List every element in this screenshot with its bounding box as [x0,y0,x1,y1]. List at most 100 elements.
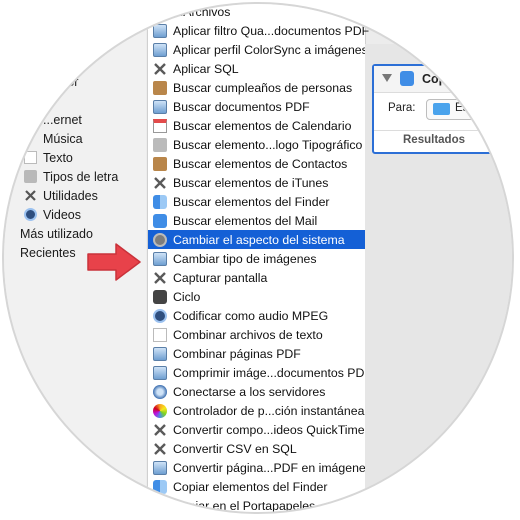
library-item-2[interactable]: ...ernet [24,110,82,129]
action-label: Aplicar SQL [173,61,239,76]
clipboard-icon [153,498,167,512]
action-row[interactable]: Cambiar tipo de imágenes [148,249,365,268]
action-row[interactable]: Buscar elementos de iTunes [148,173,365,192]
font-icon [24,170,37,183]
action-label: Buscar cumpleaños de personas [173,80,353,95]
calendar-icon [153,118,167,133]
library-item-recientes[interactable]: Recientes [12,243,76,262]
action-row[interactable]: Buscar elementos del Finder [148,192,365,211]
library-item-label: ...ador [43,74,79,89]
card-title: Cop [422,72,447,86]
library-item-mas-utilizado[interactable]: Más utilizado [12,224,93,243]
action-row[interactable]: Aplicar SQL [148,59,365,78]
workflow-action-card[interactable]: Cop Para: Es Resultados [372,64,512,154]
preview-icon [153,99,167,114]
folder-icon [12,227,16,240]
library-item-tipos-de-letra[interactable]: Tipos de letra [24,167,118,186]
action-row-selected[interactable]: Cambiar el aspecto del sistema [148,230,365,249]
action-row[interactable]: Combinar archivos de texto [148,325,365,344]
destination-value: Es [455,102,469,114]
contacts-icon [153,156,167,171]
card-header: Cop [374,66,512,93]
globe-icon [24,113,37,126]
library-item-musica[interactable]: ♪ Música [24,129,83,148]
action-label: Cambiar tipo de imágenes [173,251,317,266]
folder-icon [433,103,450,115]
action-row[interactable]: Conectarse a los servidores [148,382,365,401]
finder-icon [153,479,167,494]
action-row[interactable]: Aplicar filtro Qua...documentos PDF [148,21,369,40]
folder-icon [24,75,37,88]
action-row[interactable]: Controlador de p...ción instantánea [148,401,365,420]
action-row[interactable]: Buscar elementos del Mail [148,211,365,230]
tools-icon [153,62,167,76]
action-row[interactable]: Copiar elementos del Finder [148,477,365,496]
action-label: Buscar elementos de Calendario [173,118,352,133]
action-label: Controlador de p...ción instantánea [173,403,365,418]
action-row[interactable]: Codificar como audio MPEG [148,306,365,325]
action-row[interactable]: Buscar cumpleaños de personas [148,78,365,97]
library-item-1[interactable]: ...ador [24,72,78,91]
action-row[interactable]: Convertir página...PDF en imágenes [148,458,372,477]
tools-icon [153,423,167,437]
preview-icon [153,42,167,57]
action-row[interactable]: Copiar en el Portapapeles [148,496,365,513]
tools-icon [153,442,167,456]
action-row[interactable]: Combinar páginas PDF [148,344,365,363]
action-row[interactable]: Aplicar perfil ColorSync a imágenes [148,40,368,59]
action-row[interactable]: Comprimir imáge...documentos PDF [148,363,372,382]
network-icon [153,384,167,399]
music-icon: ♪ [27,132,34,144]
preview-icon [153,460,167,475]
pdf-icon [153,4,167,19]
action-label: Aplicar filtro Qua...documentos PDF [173,23,370,38]
library-item-utilidades[interactable]: Utilidades [24,186,98,205]
action-label: Buscar elementos de Contactos [173,156,348,171]
mail-icon [153,213,167,228]
preview-icon [153,365,167,380]
action-label: Conectarse a los servidores [173,384,326,399]
contacts-icon [153,80,167,95]
action-label: Buscar elementos del Mail [173,213,318,228]
action-label: Convertir página...PDF en imágenes [173,460,372,475]
photos-icon [153,403,167,418]
para-label: Para: [388,102,416,114]
library-item-label: Música [43,131,83,146]
library-item-label: Videos [43,207,81,222]
text-icon [24,151,37,164]
action-row[interactable]: Convertir CSV en SQL [148,439,365,458]
library-item-texto[interactable]: Texto [24,148,73,167]
action-label: Combinar archivos de texto [173,327,323,342]
library-item-label: ...ernet [43,112,82,127]
action-row[interactable]: Buscar elementos de Contactos [148,154,365,173]
action-label: Buscar documentos PDF [173,99,310,114]
action-label: Copiar en el Portapapeles [173,498,316,513]
action-row[interactable]: Buscar elemento...logo Tipográfico [148,135,365,154]
action-label: Combinar páginas PDF [173,346,301,361]
action-label: Buscar elementos del Finder [173,194,330,209]
library-item-label: Más utilizado [20,226,93,241]
action-label: Capturar pantalla [173,270,268,285]
text-icon [153,327,167,342]
preview-icon [153,251,167,266]
library-item-videos[interactable]: Videos [24,205,81,224]
action-row[interactable]: Buscar documentos PDF [148,97,365,116]
preview-icon [153,23,167,38]
finder-icon [400,71,414,86]
action-label: Convertir compo...ideos QuickTime [173,422,365,437]
action-row[interactable]: Capturar pantalla [148,268,365,287]
results-tab[interactable]: Resultados [374,130,494,150]
action-row[interactable]: ...Archivos [148,4,365,21]
action-row[interactable]: Buscar elementos de Calendario [148,116,365,135]
quicktime-icon [153,308,167,323]
library-item-label: Tipos de letra [43,169,119,184]
library-item-label: Texto [43,150,73,165]
action-row[interactable]: Ciclo [148,287,365,306]
action-label: Copiar elementos del Finder [173,479,328,494]
library-item-label: Recientes [20,245,76,260]
action-label: Ciclo [173,289,201,304]
action-row[interactable]: Convertir compo...ideos QuickTime [148,420,365,439]
destination-popup[interactable]: Es [426,99,512,120]
disclosure-triangle-icon[interactable] [382,74,392,82]
